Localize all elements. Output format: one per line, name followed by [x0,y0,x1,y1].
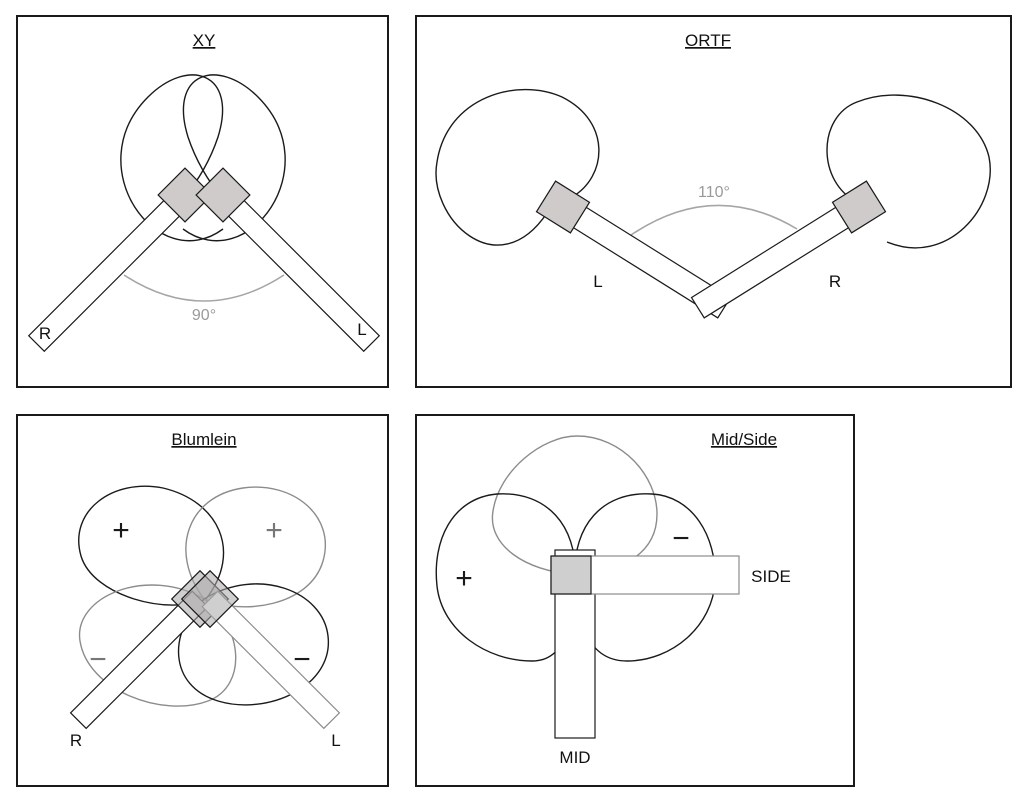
xy-right-mic [27,167,213,353]
blumlein-sign-plus-left: + [112,514,130,547]
midside-sign-plus: + [455,562,473,595]
ortf-panel: ORTF 110° L R [415,15,1012,388]
ortf-left-mic [535,180,732,319]
xy-l-label: L [357,320,366,339]
xy-diagram: XY 90° R L [27,31,381,353]
xy-left-capsule [195,167,251,223]
ortf-r-label: R [829,272,841,291]
midside-mid-pattern [491,435,658,575]
blumlein-left-mic [180,569,341,730]
midside-title: Mid/Side [711,430,777,449]
midside-capsule [550,555,592,595]
xy-panel: XY 90° R L [16,15,389,388]
xy-r-label: R [39,324,51,343]
midside-side-label: SIDE [751,567,791,586]
ortf-right-mic [690,180,887,319]
ortf-right-capsule [831,180,887,234]
blumlein-r-label: R [70,731,82,750]
blumlein-sign-plus-right: + [265,514,283,547]
xy-angle-arc [123,274,285,302]
ortf-angle-arc [630,204,798,236]
ortf-title: ORTF [685,31,731,50]
xy-angle-label: 90° [192,307,216,324]
midside-mid-label: MID [559,748,590,767]
ortf-left-capsule [535,180,591,234]
blumlein-sign-minus-left: − [89,643,107,676]
ortf-l-label: L [593,272,602,291]
midside-panel: Mid/Side + − MID SIDE [415,414,855,787]
blumlein-rear-left-lobe [79,584,237,707]
blumlein-title: Blumlein [171,430,236,449]
ortf-angle-label: 110° [698,184,730,201]
blumlein-left-capsule [180,569,240,629]
blumlein-l-label: L [331,731,340,750]
ortf-diagram: ORTF 110° L R [435,31,991,319]
blumlein-sign-minus-right: − [293,643,311,676]
xy-right-capsule [157,167,213,223]
midside-left-lobe [435,493,576,662]
blumlein-diagram: Blumlein + + − − R L [69,430,341,750]
xy-left-mic [195,167,381,353]
blumlein-front-left-lobe [78,485,225,606]
xy-title: XY [193,31,216,50]
midside-diagram: Mid/Side + − MID SIDE [435,430,791,767]
blumlein-panel: Blumlein + + − − R L [16,414,389,787]
ortf-right-pattern [826,94,991,249]
midside-sign-minus: − [672,522,690,555]
ortf-left-pattern [435,89,600,246]
blumlein-front-right-lobe [185,486,326,608]
